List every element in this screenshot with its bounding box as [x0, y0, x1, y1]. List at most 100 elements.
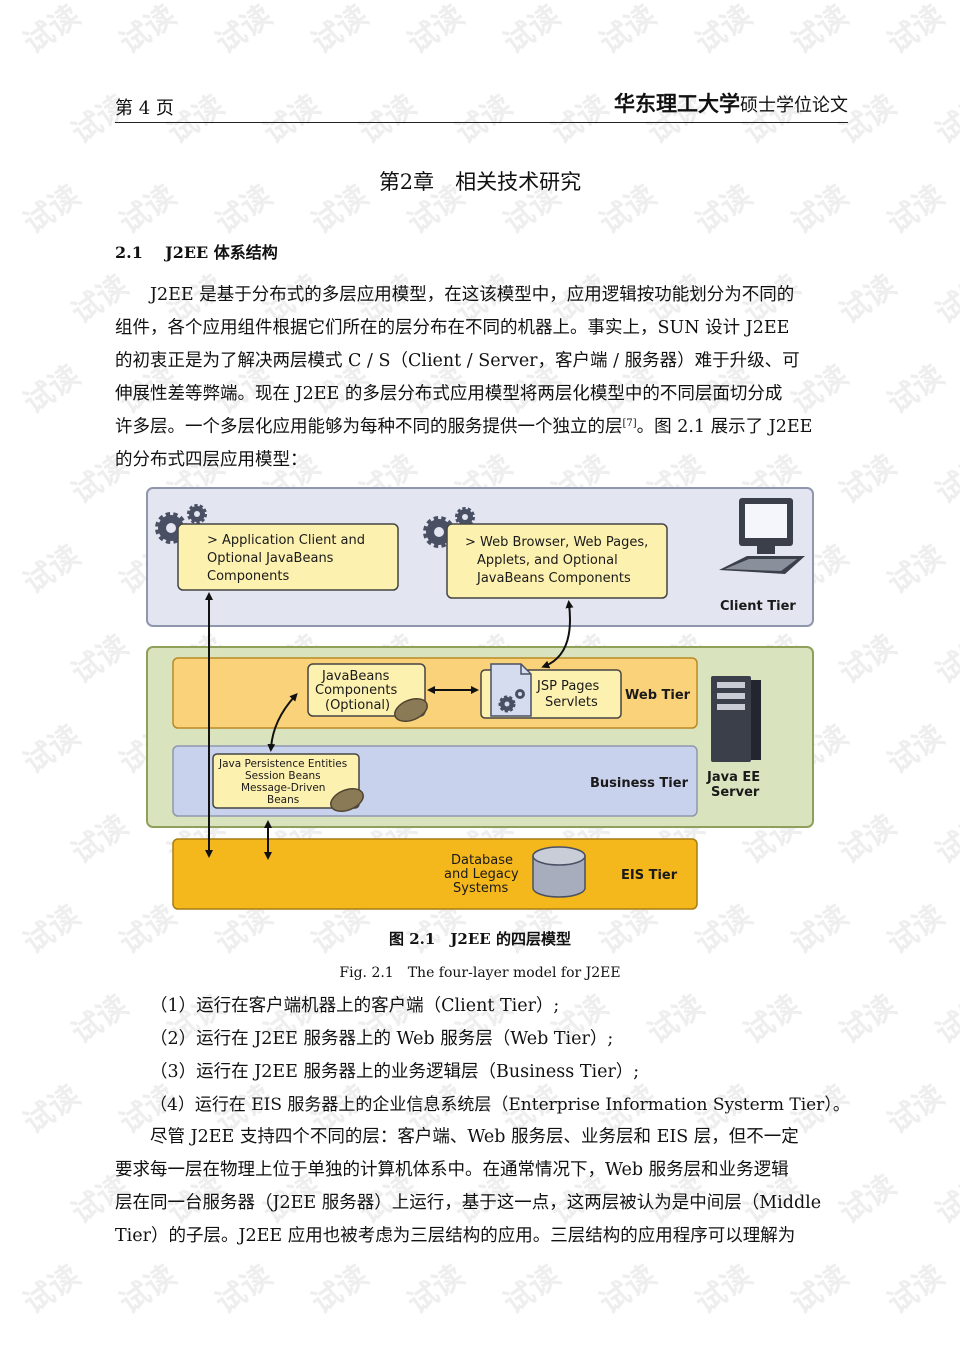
- watermark-text: 试读: [305, 1258, 375, 1322]
- watermark-text: 试读: [929, 628, 960, 692]
- watermark-text: 试读: [689, 1258, 759, 1322]
- app-client-line-3: Components: [207, 569, 289, 584]
- header-thesis-type: 硕士学位论文: [740, 95, 848, 116]
- watermark-text: 试读: [65, 808, 135, 872]
- watermark-text: 试读: [65, 988, 135, 1052]
- database-line-1: Database: [451, 853, 513, 868]
- section-heading: 2.1 J2EE 体系结构: [115, 239, 278, 263]
- app-client-box: [177, 523, 399, 591]
- watermark-text: 试读: [929, 1168, 960, 1232]
- server-label-line-1: Java EE: [706, 770, 760, 785]
- watermark-text: 试读: [209, 1258, 279, 1322]
- watermark-text: 试读: [929, 808, 960, 872]
- javabeans-line-3: (Optional): [325, 698, 390, 713]
- list-item: （4）运行在 EIS 服务器上的企业信息系统层（Enterprise Infor…: [150, 1095, 850, 1115]
- intro-line-5: 许多层。一个多层化应用能够为每种不同的服务提供一个独立的层[7]。图 2.1 展…: [115, 411, 848, 444]
- jsp-line-1: JSP Pages: [536, 679, 600, 694]
- watermark-text: 试读: [881, 538, 951, 602]
- javabeans-to-persistence-arrow: [267, 693, 298, 752]
- figure-caption-cn: 图 2.1 J2EE 的四层模型: [389, 930, 571, 948]
- watermark-text: 试读: [593, 0, 663, 62]
- watermark-text: 试读: [929, 448, 960, 512]
- watermark-text: 试读: [113, 0, 183, 62]
- browser-to-jsp-arrow: [541, 600, 574, 669]
- persistence-line-4: Beans: [267, 794, 299, 806]
- watermark-text: 试读: [401, 1258, 471, 1322]
- intro-line-3: 的初衷正是为了解决两层模式 C / S（Client / Server，客户端 …: [115, 351, 800, 371]
- javabeans-box: [307, 663, 426, 717]
- watermark-text: 试读: [881, 1078, 951, 1142]
- web-browser-line-1: > Web Browser, Web Pages,: [465, 535, 648, 550]
- chapter-title: 第2章 相关技术研究: [378, 170, 582, 194]
- database-line-3: Systems: [453, 881, 508, 896]
- watermark-text: 试读: [785, 1258, 855, 1322]
- watermark-text: 试读: [17, 718, 87, 782]
- watermark-text: 试读: [881, 1258, 951, 1322]
- server-label-line-2: Server: [711, 785, 760, 800]
- persistence-line-1: Java Persistence Entities: [218, 758, 347, 770]
- citation-link[interactable]: [7]: [622, 418, 637, 429]
- watermark-text: 试读: [497, 0, 567, 62]
- header-school-name: 华东理工大学: [614, 91, 740, 116]
- desktop-computer-icon: [719, 498, 805, 574]
- list-item: （3）运行在 J2EE 服务器上的业务逻辑层（Business Tier）;: [150, 1062, 640, 1082]
- watermark-text: 试读: [17, 0, 87, 62]
- watermark-text: 试读: [593, 1258, 663, 1322]
- page-header: 第 4 页 华东理工大学硕士学位论文: [115, 88, 848, 123]
- header-page-number: 第 4 页: [115, 98, 174, 119]
- closing-line-4: Tier）的子层。J2EE 应用也被考虑为三层结构的应用。三层结构的应用程序可以…: [115, 1226, 796, 1246]
- watermark-text: 试读: [929, 988, 960, 1052]
- persistence-line-2: Session Beans: [245, 770, 321, 782]
- web-browser-line-2: Applets, and Optional: [477, 553, 618, 568]
- watermark-text: 试读: [113, 1258, 183, 1322]
- watermark-text: 试读: [881, 358, 951, 422]
- gear-icon: [498, 689, 525, 713]
- persistence-line-3: Message-Driven: [241, 782, 325, 794]
- database-line-2: and Legacy: [444, 867, 519, 882]
- watermark-text: 试读: [785, 0, 855, 62]
- persistence-box: [212, 753, 360, 809]
- web-browser-line-3: JavaBeans Components: [476, 571, 631, 586]
- server-tower-icon: [711, 676, 761, 762]
- eis-tier-label: EIS Tier: [621, 868, 678, 883]
- closing-line-1: 尽管 J2EE 支持四个不同的层：客户端、Web 服务层、业务层和 EIS 层，…: [150, 1127, 799, 1147]
- business-tier-label: Business Tier: [590, 776, 689, 791]
- watermark-text: 试读: [401, 0, 471, 62]
- watermark-text: 试读: [881, 718, 951, 782]
- web-tier-label: Web Tier: [625, 688, 691, 703]
- intro-line-1: J2EE 是基于分布式的多层应用模型，在这该模型中，应用逻辑按功能划分为不同的: [150, 285, 795, 305]
- figure-diagram: > Application Client and Optional JavaBe…: [146, 487, 814, 910]
- figure-caption-en: Fig. 2.1 The four-layer model for J2EE: [339, 965, 621, 981]
- watermark-text: 试读: [209, 0, 279, 62]
- watermark-text: 试读: [833, 808, 903, 872]
- watermark-text: 试读: [17, 898, 87, 962]
- closing-line-2: 要求每一层在物理上位于单独的计算机体系中。在通常情况下，Web 服务层和业务逻辑: [115, 1160, 789, 1180]
- watermark-text: 试读: [305, 0, 375, 62]
- app-client-line-2: Optional JavaBeans: [207, 551, 334, 566]
- watermark-text: 试读: [881, 898, 951, 962]
- closing-line-3: 层在同一台服务器（J2EE 服务器）上运行，基于这一点，这两层被认为是中间层（M…: [115, 1193, 822, 1213]
- list-item: （2）运行在 J2EE 服务器上的 Web 服务层（Web Tier）;: [150, 1029, 614, 1049]
- intro-line-4: 伸展性差等弊端。现在 J2EE 的多层分布式应用模型将两层化模型中的不同层面切分…: [115, 384, 783, 404]
- section-number: 2.1: [115, 243, 143, 262]
- watermark-text: 试读: [17, 538, 87, 602]
- intro-line-2: 组件，各个应用组件根据它们所在的层分布在不同的机器上。事实上，SUN 设计 J2…: [115, 318, 790, 338]
- eis-tier-panel: [172, 838, 698, 910]
- watermark-text: 试读: [929, 88, 960, 152]
- javabeans-line-1: JavaBeans: [321, 669, 390, 684]
- intro-line-5-after: 。图 2.1 展示了 J2EE: [636, 417, 813, 437]
- header-school-thesis: 华东理工大学硕士学位论文: [614, 88, 848, 118]
- javabeans-line-2: Components: [315, 683, 397, 698]
- watermark-text: 试读: [65, 628, 135, 692]
- watermark-text: 试读: [17, 1258, 87, 1322]
- watermark-text: 试读: [689, 0, 759, 62]
- web-browser-box: [446, 523, 668, 599]
- section-title-text: J2EE 体系结构: [165, 243, 278, 262]
- watermark-text: 试读: [17, 1078, 87, 1142]
- j2ee-four-tier-figure: > Application Client and Optional JavaBe…: [145, 484, 817, 916]
- jsp-line-2: Servlets: [545, 695, 598, 710]
- watermark-text: 试读: [17, 358, 87, 422]
- intro-line-5-before: 许多层。一个多层化应用能够为每种不同的服务提供一个独立的层: [115, 417, 623, 437]
- watermark-text: 试读: [833, 628, 903, 692]
- database-icon: [532, 846, 586, 898]
